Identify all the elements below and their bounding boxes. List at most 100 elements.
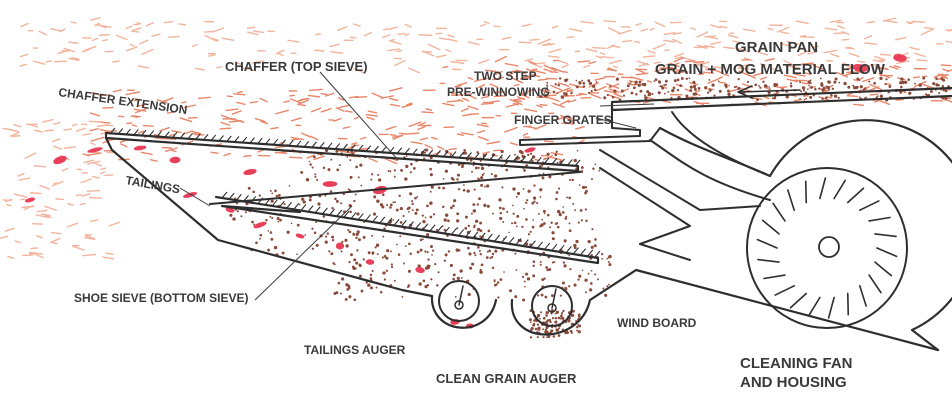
chaff-streak <box>261 122 267 124</box>
grain-kernel <box>523 208 525 210</box>
chaff-streak <box>409 133 418 134</box>
chaff-streak <box>354 117 358 119</box>
grain-kernel <box>597 278 599 280</box>
chaff-streak <box>67 223 77 227</box>
grain-kernel <box>555 198 558 201</box>
grain-kernel <box>376 287 378 289</box>
chaff-streak <box>943 69 949 71</box>
chaff-streak <box>604 21 615 22</box>
grain-kernel <box>539 318 541 320</box>
chaff-streak <box>636 73 647 74</box>
chaff-streak <box>91 143 96 145</box>
grain-kernel <box>899 81 902 84</box>
grain-kernel <box>271 200 274 203</box>
grain-kernel <box>790 85 793 88</box>
grain-kernel <box>544 296 547 299</box>
chaff-streak <box>426 109 431 111</box>
label-pre-winnowing: PRE-WINNOWING <box>447 85 550 99</box>
grain-kernel <box>370 274 372 276</box>
grain-kernel <box>566 196 568 198</box>
grain-kernel <box>594 238 597 241</box>
grain-kernel <box>587 79 590 82</box>
grain-kernel <box>517 192 520 195</box>
grain-kernel <box>590 282 593 285</box>
chaff-streak <box>140 40 148 44</box>
shoe-sieve-louver <box>301 204 306 210</box>
chaff-streak <box>458 134 464 135</box>
leader-chaffer <box>320 72 398 160</box>
shoe-sieve-louver <box>308 206 313 212</box>
chaff-streak <box>91 220 98 221</box>
grain-kernel <box>502 221 504 223</box>
chaff-streak <box>481 24 485 26</box>
grain-kernel <box>832 88 834 90</box>
grain-kernel <box>399 235 401 237</box>
grain-kernel <box>531 202 534 205</box>
chaff-streak <box>921 29 933 34</box>
grain-kernel <box>245 211 247 213</box>
grain-kernel <box>540 196 542 198</box>
grain-kernel <box>408 206 411 209</box>
grain-kernel <box>384 255 386 257</box>
grain-kernel <box>407 286 409 288</box>
grain-kernel <box>355 262 358 265</box>
grain-kernel <box>900 92 902 94</box>
grain-kernel <box>571 314 574 317</box>
grain-kernel <box>516 269 518 271</box>
grain-kernel <box>420 239 423 242</box>
grain-kernel <box>463 189 466 192</box>
grain-kernel <box>481 263 484 266</box>
chaff-streak <box>653 44 664 49</box>
chaff-streak <box>865 36 872 39</box>
chaff-streak <box>76 128 85 131</box>
grain-kernel <box>265 219 267 221</box>
chaff-streak <box>578 61 589 62</box>
chaff-streak <box>321 94 327 95</box>
grain-kernel <box>677 79 680 82</box>
chaff-streak <box>364 33 371 36</box>
grain-kernel <box>568 197 571 200</box>
grain-kernel <box>535 328 538 331</box>
grain-kernel <box>416 208 419 211</box>
chaff-streak <box>461 133 473 135</box>
grain-kernel <box>580 209 583 212</box>
chaff-streak <box>838 26 844 29</box>
chaff-streak <box>172 150 176 151</box>
chaff-streak <box>609 60 621 63</box>
chaff-streak <box>71 22 76 23</box>
grain-kernel <box>608 284 610 286</box>
grain-kernel <box>524 286 526 288</box>
chaff-streak <box>436 55 446 57</box>
grain-kernel <box>694 88 697 91</box>
grain-kernel <box>274 190 277 193</box>
grain-kernel <box>497 296 499 298</box>
grain-kernel <box>372 253 374 255</box>
grain-kernel <box>855 86 858 89</box>
grain-kernel <box>331 236 334 239</box>
grain-kernel <box>873 82 876 85</box>
grain-kernel <box>278 194 281 197</box>
grain-kernel <box>394 201 396 203</box>
grain-kernel <box>361 290 364 293</box>
grain-kernel <box>271 192 273 194</box>
grain-kernel <box>516 196 518 198</box>
grain-kernel <box>330 190 332 192</box>
grain-kernel <box>450 154 452 156</box>
grain-kernel <box>370 286 373 289</box>
chaff-streak <box>383 35 390 38</box>
grain-kernel <box>348 188 350 190</box>
chaff-streak <box>25 153 36 158</box>
chaff-streak <box>91 18 100 20</box>
shoe-sieve-bottom-sieve <box>216 197 598 263</box>
grain-kernel <box>810 83 812 85</box>
chaff-streak <box>142 50 153 55</box>
grain-kernel <box>427 258 429 260</box>
chaff-streak <box>592 48 604 49</box>
grain-kernel <box>389 206 392 209</box>
chaff-streak <box>30 193 40 194</box>
chaff-streak <box>863 78 874 82</box>
shoe-sieve-louver <box>581 249 586 255</box>
grain-kernel <box>708 79 710 81</box>
chaff-streak <box>388 27 397 29</box>
chaff-streak <box>581 22 593 23</box>
